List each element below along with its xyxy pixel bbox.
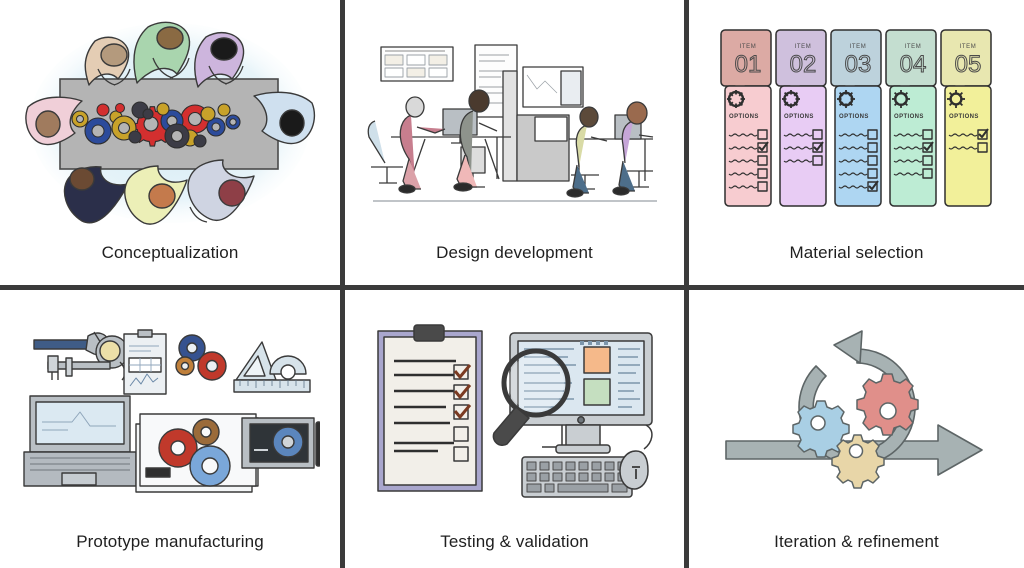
- option-text-squiggle: [893, 145, 923, 150]
- stage-cell-design-development[interactable]: Design development: [345, 0, 684, 285]
- material-card-number: 04: [900, 51, 927, 78]
- material-card-item-label: ITEM: [850, 44, 867, 50]
- option-text-squiggle: [783, 132, 813, 137]
- material-card-number: 02: [790, 51, 817, 78]
- gear-icon: [782, 89, 800, 108]
- stage-cell-testing-validation[interactable]: Testing & validation: [345, 290, 684, 568]
- grid-divider-vertical-2: [684, 0, 689, 285]
- option-checkbox[interactable]: [977, 141, 988, 153]
- option-checkbox[interactable]: [757, 154, 768, 166]
- material-card-item-label: ITEM: [905, 44, 922, 50]
- gear-icon: [947, 89, 965, 108]
- option-text-squiggle: [728, 145, 758, 150]
- option-checkbox[interactable]: [812, 154, 823, 166]
- testing-validation-illustration: [345, 290, 684, 532]
- gear-icon: [892, 89, 910, 108]
- option-checkbox[interactable]: [757, 141, 768, 153]
- material-card-options-label: OPTIONS: [784, 114, 814, 120]
- gear-cluster: [71, 101, 241, 149]
- stage-label-testing-validation: Testing & validation: [440, 532, 589, 551]
- option-text-squiggle: [948, 145, 978, 150]
- option-checkbox-tick: [758, 140, 769, 151]
- option-text-squiggle: [728, 158, 758, 163]
- option-checkbox[interactable]: [867, 167, 878, 179]
- option-checkbox[interactable]: [867, 128, 878, 140]
- option-text-squiggle: [728, 184, 758, 189]
- material-card-body[interactable]: [779, 84, 827, 207]
- option-text-squiggle: [893, 132, 923, 137]
- material-card-body[interactable]: [944, 84, 992, 207]
- option-checkbox-tick: [923, 140, 934, 151]
- stage-label-prototype-manufacturing: Prototype manufacturing: [76, 532, 264, 551]
- material-card-item-label: ITEM: [960, 44, 977, 50]
- gear-icon: [837, 89, 855, 108]
- option-checkbox[interactable]: [922, 128, 933, 140]
- grid-divider-vertical-4: [684, 290, 689, 568]
- option-text-squiggle: [783, 158, 813, 163]
- stage-cell-prototype-manufacturing[interactable]: Prototype manufacturing: [0, 290, 340, 568]
- material-card-body[interactable]: [889, 84, 937, 207]
- option-checkbox-tick: [978, 127, 989, 138]
- stage-label-design-development: Design development: [436, 243, 593, 262]
- option-checkbox[interactable]: [977, 128, 988, 140]
- stage-label-iteration-refinement: Iteration & refinement: [774, 532, 939, 551]
- option-text-squiggle: [948, 132, 978, 137]
- material-card-body[interactable]: [724, 84, 772, 207]
- stage-label-conceptualization: Conceptualization: [101, 243, 239, 262]
- material-card-options-label: OPTIONS: [949, 114, 979, 120]
- option-text-squiggle: [838, 132, 868, 137]
- option-checkbox[interactable]: [867, 154, 878, 166]
- option-text-squiggle: [728, 171, 758, 176]
- option-checkbox[interactable]: [922, 154, 933, 166]
- stage-cell-conceptualization[interactable]: Conceptualization: [0, 0, 340, 285]
- iteration-refinement-illustration: [689, 290, 1024, 532]
- option-checkbox-tick: [813, 140, 824, 151]
- grid-divider-horizontal: [0, 285, 1024, 290]
- material-card-number: 05: [955, 51, 982, 78]
- grid-divider-vertical-3: [340, 290, 345, 568]
- option-text-squiggle: [893, 158, 923, 163]
- material-card-body[interactable]: [834, 84, 882, 207]
- option-text-squiggle: [838, 171, 868, 176]
- option-text-squiggle: [838, 158, 868, 163]
- option-text-squiggle: [893, 171, 923, 176]
- grid-divider-vertical-1: [340, 0, 345, 285]
- option-text-squiggle: [783, 145, 813, 150]
- option-text-squiggle: [838, 184, 868, 189]
- option-checkbox[interactable]: [867, 180, 878, 192]
- option-checkbox[interactable]: [757, 180, 768, 192]
- material-card-options-label: OPTIONS: [729, 114, 759, 120]
- option-text-squiggle: [838, 145, 868, 150]
- option-checkbox-tick: [868, 179, 879, 190]
- option-text-squiggle: [728, 132, 758, 137]
- stage-cell-iteration-refinement[interactable]: Iteration & refinement: [689, 290, 1024, 568]
- option-checkbox[interactable]: [812, 141, 823, 153]
- option-checkbox[interactable]: [812, 128, 823, 140]
- material-card-number: 01: [735, 51, 762, 78]
- option-checkbox[interactable]: [922, 141, 933, 153]
- option-checkbox[interactable]: [757, 128, 768, 140]
- gear-icon: [727, 89, 745, 108]
- option-checkbox[interactable]: [757, 167, 768, 179]
- stage-label-material-selection: Material selection: [789, 243, 924, 262]
- design-development-illustration: [345, 0, 684, 243]
- material-card-item-label: ITEM: [740, 44, 757, 50]
- material-card-options-label: OPTIONS: [839, 114, 869, 120]
- option-checkbox[interactable]: [867, 141, 878, 153]
- conceptualization-illustration: [0, 0, 340, 243]
- prototype-manufacturing-illustration: [0, 290, 340, 532]
- material-card-item-label: ITEM: [795, 44, 812, 50]
- material-card-number: 03: [845, 51, 872, 78]
- material-card-options-label: OPTIONS: [894, 114, 924, 120]
- option-checkbox[interactable]: [922, 167, 933, 179]
